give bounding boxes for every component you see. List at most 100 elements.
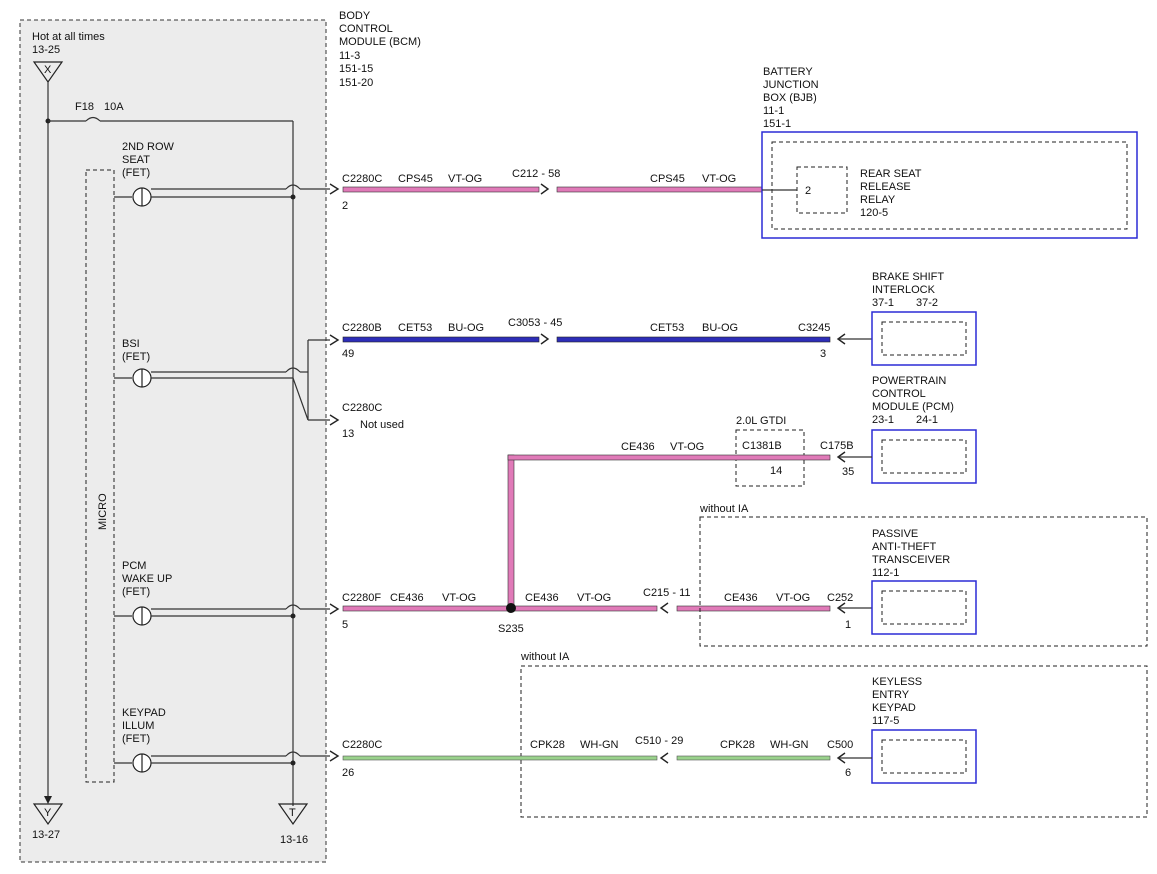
- output3-label-line1: PCM: [122, 560, 146, 572]
- pcm-ref1: 23-1: [872, 414, 894, 426]
- c1-circuit: CPS45: [398, 173, 433, 185]
- keypad-label-line3: KEYPAD: [872, 702, 916, 714]
- c3-circuit3: CE436: [724, 592, 758, 604]
- bjb-ref1: 11-1: [763, 105, 784, 117]
- inline-connector-icon: [540, 183, 550, 195]
- c2-color2: BU-OG: [702, 322, 738, 334]
- terminal-t-label: T: [289, 807, 296, 819]
- wire-ce436-branch-pcm: [507, 454, 831, 461]
- bsi-module: BRAKE SHIFT INTERLOCK 37-1 37-2: [871, 271, 977, 366]
- output3-label-line3: (FET): [122, 586, 150, 598]
- gtdi-option: 2.0L GTDI C1381B 14: [735, 415, 805, 487]
- c4-end-connector: C500: [827, 739, 853, 751]
- wire-cpk28-a: [342, 755, 658, 761]
- c2-circuit: CET53: [398, 322, 432, 334]
- bsi-frame: [871, 311, 977, 366]
- pcm-label-line2: CONTROL: [872, 388, 926, 400]
- output1-label-line3: (FET): [122, 167, 150, 179]
- c2-connector: C2280B: [342, 322, 382, 334]
- gtdi-connector: C1381B: [742, 440, 782, 452]
- without-ia-option-2: without IA KEYLESS ENTRY KEYPAD 117-5: [520, 651, 1148, 818]
- c4-color: WH-GN: [580, 739, 619, 751]
- relay-label-line2: RELEASE: [860, 181, 911, 193]
- c3-color3: VT-OG: [776, 592, 810, 604]
- wire-ce436-end: [676, 605, 831, 612]
- fuse-icon: [85, 116, 101, 122]
- unused-text: Not used: [360, 419, 404, 431]
- bcm-label-line1: BODY: [339, 10, 371, 22]
- output2-label-line1: BSI: [122, 338, 140, 350]
- splice-icon: [506, 603, 516, 613]
- wire-cps45-a: [342, 186, 540, 193]
- bjb-inner: [771, 141, 1128, 230]
- micro-label: MICRO: [97, 493, 109, 530]
- bcm-ref2: 151-15: [339, 63, 373, 75]
- inline-connector-icon: [540, 333, 550, 345]
- c2-end-pin: 3: [820, 348, 826, 360]
- pcm-inner: [881, 439, 967, 474]
- connector-arrow-icon: [329, 750, 340, 762]
- c1-circuit2: CPS45: [650, 173, 685, 185]
- output3-label-line2: WAKE UP: [122, 573, 172, 585]
- inline-connector-icon: [659, 602, 669, 614]
- c1-color2: VT-OG: [702, 173, 736, 185]
- wire-crossover-icon: [285, 184, 301, 190]
- pcm-frame: [871, 429, 977, 484]
- unused-connector: C2280C: [342, 402, 382, 414]
- output2-label-line2: (FET): [122, 351, 150, 363]
- wire-crossover-icon: [285, 751, 301, 757]
- circuit-cet53: C2280B 49 CET53 BU-OG C3053 - 45 CET53 B…: [342, 317, 872, 360]
- wire-cet53-a: [342, 336, 540, 343]
- terminal-x-icon: [32, 61, 64, 84]
- c3-inline: C215 - 11: [643, 587, 691, 599]
- pcm-ref2: 24-1: [916, 414, 938, 426]
- terminal-y-icon: [32, 803, 64, 826]
- pats-label-line2: ANTI-THEFT: [872, 541, 936, 553]
- gtdi-pin: 14: [770, 465, 782, 477]
- terminal-y-label: Y: [44, 807, 52, 819]
- pcm-label-line3: MODULE (PCM): [872, 401, 954, 413]
- without-ia-label-1: without IA: [699, 503, 749, 515]
- output4-label-line3: (FET): [122, 733, 150, 745]
- connector-arrow-icon: [329, 334, 340, 346]
- connector-arrow-icon: [329, 414, 340, 426]
- relay-pin: 2: [805, 185, 811, 197]
- bcm-ref3: 151-20: [339, 77, 373, 89]
- power-label: Hot at all times: [32, 31, 105, 43]
- bjb-label-line3: BOX (BJB): [763, 92, 817, 104]
- c3-splice: S235: [498, 623, 524, 635]
- pcm-module: POWERTRAIN CONTROL MODULE (PCM) 23-1 24-…: [871, 375, 977, 484]
- wire-cet53-b: [556, 336, 831, 343]
- c3-circuit2: CE436: [525, 592, 559, 604]
- terminal-x-label: X: [44, 64, 52, 76]
- c4-circuit: CPK28: [530, 739, 565, 751]
- wire-crossover-icon: [285, 604, 301, 610]
- c4-inline: C510 - 29: [635, 735, 683, 747]
- c3-color: VT-OG: [442, 592, 476, 604]
- keypad-inner: [881, 739, 967, 774]
- c3-branch-color: VT-OG: [670, 441, 704, 453]
- connector-arrow-icon: [329, 183, 340, 195]
- circuit-ce436: CE436 VT-OG C175B 35 C2280F 5 CE436 VT-O…: [342, 440, 872, 635]
- bjb-module: BATTERY JUNCTION BOX (BJB) 11-1 151-1 2 …: [761, 66, 1138, 239]
- without-ia-option-1: without IA PASSIVE ANTI-THEFT TRANSCEIVE…: [699, 503, 1148, 647]
- bjb-frame: [761, 131, 1138, 239]
- connector-arrow-icon: [329, 603, 340, 615]
- circuit-cps45: C2280C 2 CPS45 VT-OG C212 - 58 CPS45 VT-…: [342, 168, 763, 212]
- c4-color2: WH-GN: [770, 739, 809, 751]
- pats-label-line3: TRANSCEIVER: [872, 554, 950, 566]
- c1-inline: C212 - 58: [512, 168, 560, 180]
- c3-end-connector: C252: [827, 592, 853, 604]
- output4-label-line2: ILLUM: [122, 720, 154, 732]
- relay-label-line3: RELAY: [860, 194, 896, 206]
- wire-cps45-b: [556, 186, 763, 193]
- pats-ref: 112-1: [872, 567, 899, 579]
- bjb-ref2: 151-1: [763, 118, 791, 130]
- power-ref: 13-25: [32, 44, 60, 56]
- inline-connector-icon: [659, 752, 669, 764]
- c3-end-pin: 1: [845, 619, 851, 631]
- terminal-t-icon: [277, 803, 309, 826]
- without-ia-box-2: [520, 665, 1148, 818]
- c3-color2: VT-OG: [577, 592, 611, 604]
- bcm-label-line3: MODULE (BCM): [339, 36, 421, 48]
